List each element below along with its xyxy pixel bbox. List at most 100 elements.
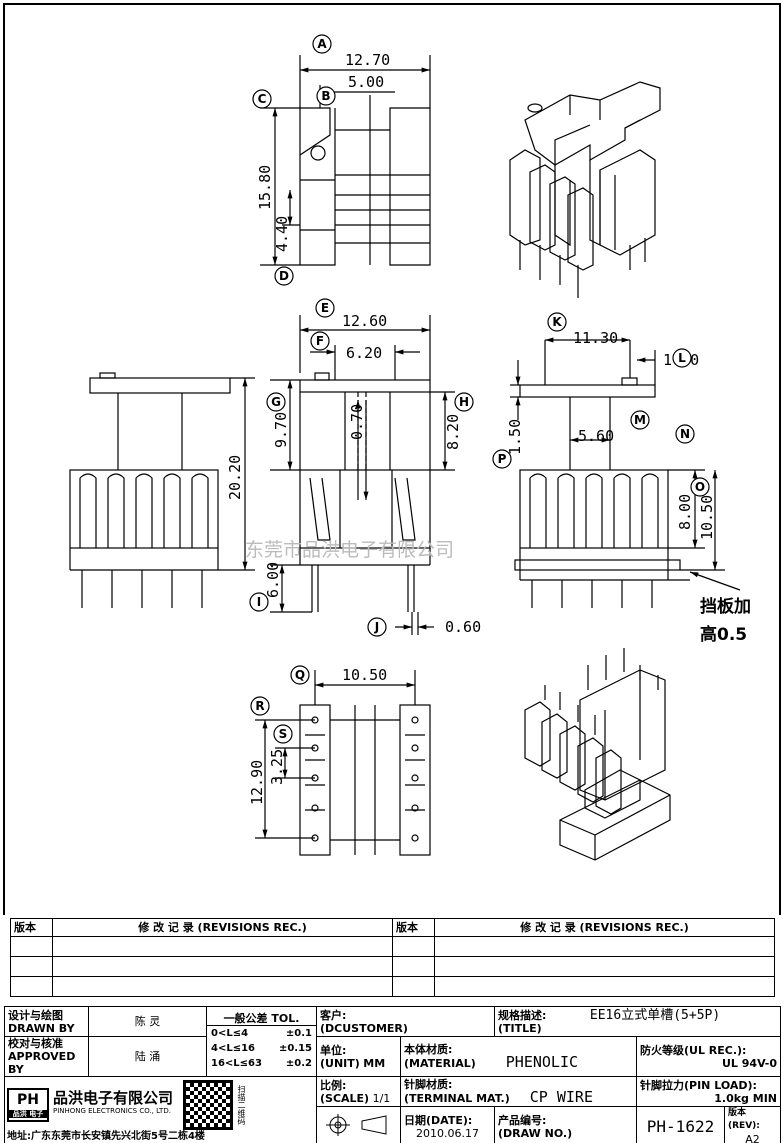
- ul-label: 防火等级(UL REC.):: [640, 1043, 747, 1057]
- note-line-1: 挡板加: [700, 596, 751, 617]
- dim-m: 5.60: [578, 427, 614, 445]
- tolerance-rows: 0<L≤4 ±0.1 4<L≤16 ±0.15 16<L≤63 ±0.2: [208, 1026, 316, 1071]
- draw-no-label-en: (DRAW NO.): [498, 1126, 573, 1140]
- tolerance-value: ±0.1: [285, 1028, 312, 1039]
- qr-side-text: 扫描二维码: [237, 1085, 247, 1125]
- customer-label: 客户:: [320, 1008, 347, 1022]
- draw-no-value: PH-1622: [636, 1106, 725, 1143]
- balloon-m: [630, 410, 650, 430]
- balloon-s: [273, 724, 293, 744]
- dim-f: 6.20: [346, 344, 382, 362]
- balloon-n: [675, 424, 695, 444]
- dim-r: 12.90: [248, 760, 266, 805]
- approved-by-value: 陆 涌: [88, 1036, 207, 1077]
- ul-value: UL 94V-0: [722, 1056, 778, 1070]
- tolerance-value: ±0.2: [285, 1058, 312, 1069]
- scale-label-en: (SCALE): [320, 1091, 370, 1105]
- balloon-label-f: F: [316, 334, 324, 348]
- right-side-view: [514, 377, 690, 608]
- technical-drawing: 12.70 5.00 15.80 4.40 12.60 6.20 9.70 0.…: [3, 3, 781, 915]
- balloon-e: [315, 298, 335, 318]
- balloon-label-p: P: [498, 452, 507, 466]
- balloon-label-d: D: [279, 269, 289, 283]
- tolerance-row: 0<L≤4 ±0.1: [208, 1026, 316, 1041]
- pin-load-value: 1.0kg MIN: [714, 1091, 778, 1105]
- balloon-g: [266, 392, 286, 412]
- balloon-label-e: E: [321, 301, 329, 315]
- title-value: EE16立式单槽(5+5P): [589, 1007, 721, 1023]
- dim-b: 5.00: [348, 73, 384, 91]
- balloon-r: [250, 696, 270, 716]
- dim-j: 0.60: [445, 618, 481, 636]
- balloon-label-a: A: [317, 37, 327, 51]
- dim-c: 15.80: [256, 165, 274, 210]
- balloon-h: [454, 392, 474, 412]
- unit-value: MM: [363, 1056, 386, 1070]
- dim-a: 12.70: [345, 51, 390, 69]
- balloon-l: [672, 348, 692, 368]
- terminal-label-en: (TERMINAL MAT.): [404, 1092, 510, 1105]
- balloon-label-h: H: [459, 395, 469, 409]
- pin-load-label: 针脚拉力(PIN LOAD):: [640, 1078, 757, 1092]
- balloon-i: [249, 592, 269, 612]
- draw-no-label: 产品编号:: [498, 1113, 547, 1127]
- section-dimensions: [270, 315, 455, 635]
- balloon-label-k: K: [552, 315, 562, 329]
- date-value: 2010.06.17: [416, 1126, 479, 1140]
- balloon-label-i: I: [257, 595, 261, 609]
- tolerance-range: 0<L≤4: [211, 1028, 249, 1039]
- qr-code: [183, 1080, 234, 1130]
- tol-title: 一般公差 TOL.: [207, 1012, 316, 1026]
- terminal-label: 针脚材质:: [404, 1078, 453, 1091]
- material-value: PHENOLIC: [505, 1053, 579, 1071]
- balloon-label-n: N: [680, 427, 690, 441]
- balloon-label-m: M: [634, 413, 646, 427]
- approved-label-en: APPROVED BY: [8, 1050, 76, 1076]
- iso-view-top: [509, 81, 661, 298]
- dim-e: 12.60: [342, 312, 387, 330]
- balloon-c: [252, 89, 272, 109]
- company-address: 地址:广东东莞市长安镇先兴北街5号二栋4楼: [7, 1131, 205, 1142]
- rev-col-record-2: 修 改 记 录 (REVISIONS REC.): [434, 918, 775, 937]
- logo-sub: 品洪 电子: [9, 1110, 47, 1118]
- balloon-q: [290, 665, 310, 685]
- terminal-value: CP WIRE: [529, 1088, 593, 1106]
- customer-label-en: (DCUSTOMER): [320, 1021, 408, 1035]
- balloon-f: [310, 331, 330, 351]
- material-label-en: (MATERIAL): [404, 1057, 476, 1070]
- scale-value: 1/1: [372, 1091, 391, 1105]
- balloon-label-c: C: [258, 92, 267, 106]
- dim-n: 1.50: [506, 419, 524, 455]
- balloon-label-j: J: [374, 620, 379, 634]
- note-line-2: 高0.5: [700, 624, 747, 645]
- section-view: [299, 372, 431, 612]
- title-label-en: (TITLE): [498, 1021, 542, 1035]
- bottom-dimensions: [255, 670, 416, 839]
- dim-d: 4.40: [273, 216, 291, 252]
- bottom-view: [299, 704, 431, 856]
- tolerance-value: ±0.15: [278, 1043, 312, 1054]
- watermark: 东莞市品洪电子有限公司: [245, 539, 454, 561]
- balloon-label-g: G: [271, 395, 281, 409]
- sheet-border: [3, 3, 781, 915]
- balloon-a: [312, 34, 332, 54]
- unit-label: 单位:: [320, 1043, 347, 1057]
- tolerance-row: 4<L≤16 ±0.15: [208, 1041, 316, 1056]
- balloon-label-l: L: [678, 351, 686, 365]
- dim-s: 3.25: [268, 749, 286, 785]
- dim-overall-height: 20.20: [226, 455, 244, 500]
- balloon-p: [492, 449, 512, 469]
- scale-label: 比例:: [320, 1078, 347, 1092]
- dim-i: 6.00: [264, 562, 282, 598]
- tolerance-range: 16<L≤63: [211, 1058, 262, 1069]
- balloon-label-b: B: [321, 89, 330, 103]
- rev-value: A2: [745, 1133, 760, 1143]
- top-side-view: [299, 95, 431, 266]
- tolerance-range: 4<L≤16: [211, 1043, 256, 1054]
- front-dimensions: [218, 377, 255, 571]
- dim-o: 8.00: [676, 494, 694, 530]
- approved-label-cn: 校对与核准: [8, 1037, 63, 1051]
